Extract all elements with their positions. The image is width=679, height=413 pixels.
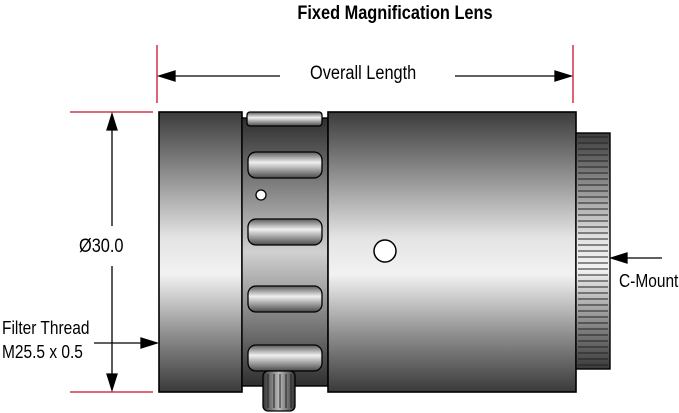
c-mount-thread [575, 132, 611, 370]
extension-lines [70, 45, 574, 393]
c-mount-label: C-Mount [619, 271, 679, 291]
diameter-label: Ø30.0 [79, 236, 124, 257]
pin-hole-icon [373, 239, 397, 263]
rear-barrel [327, 111, 577, 393]
thumbscrew-icon [262, 370, 296, 412]
front-barrel [158, 111, 243, 393]
overall-length-arrows [156, 70, 574, 82]
c-mount-arrow [608, 252, 662, 264]
filter-thread-spec-label: M25.5 x 0.5 [2, 342, 83, 362]
overall-length-label: Overall Length [310, 63, 417, 84]
diagram-title: Fixed Magnification Lens [297, 3, 493, 24]
focus-ring [241, 111, 329, 387]
filter-thread-arrow [94, 337, 160, 349]
diameter-arrows [106, 111, 118, 393]
filter-thread-label: Filter Thread [2, 318, 90, 338]
set-screw-hole-icon [255, 189, 267, 201]
